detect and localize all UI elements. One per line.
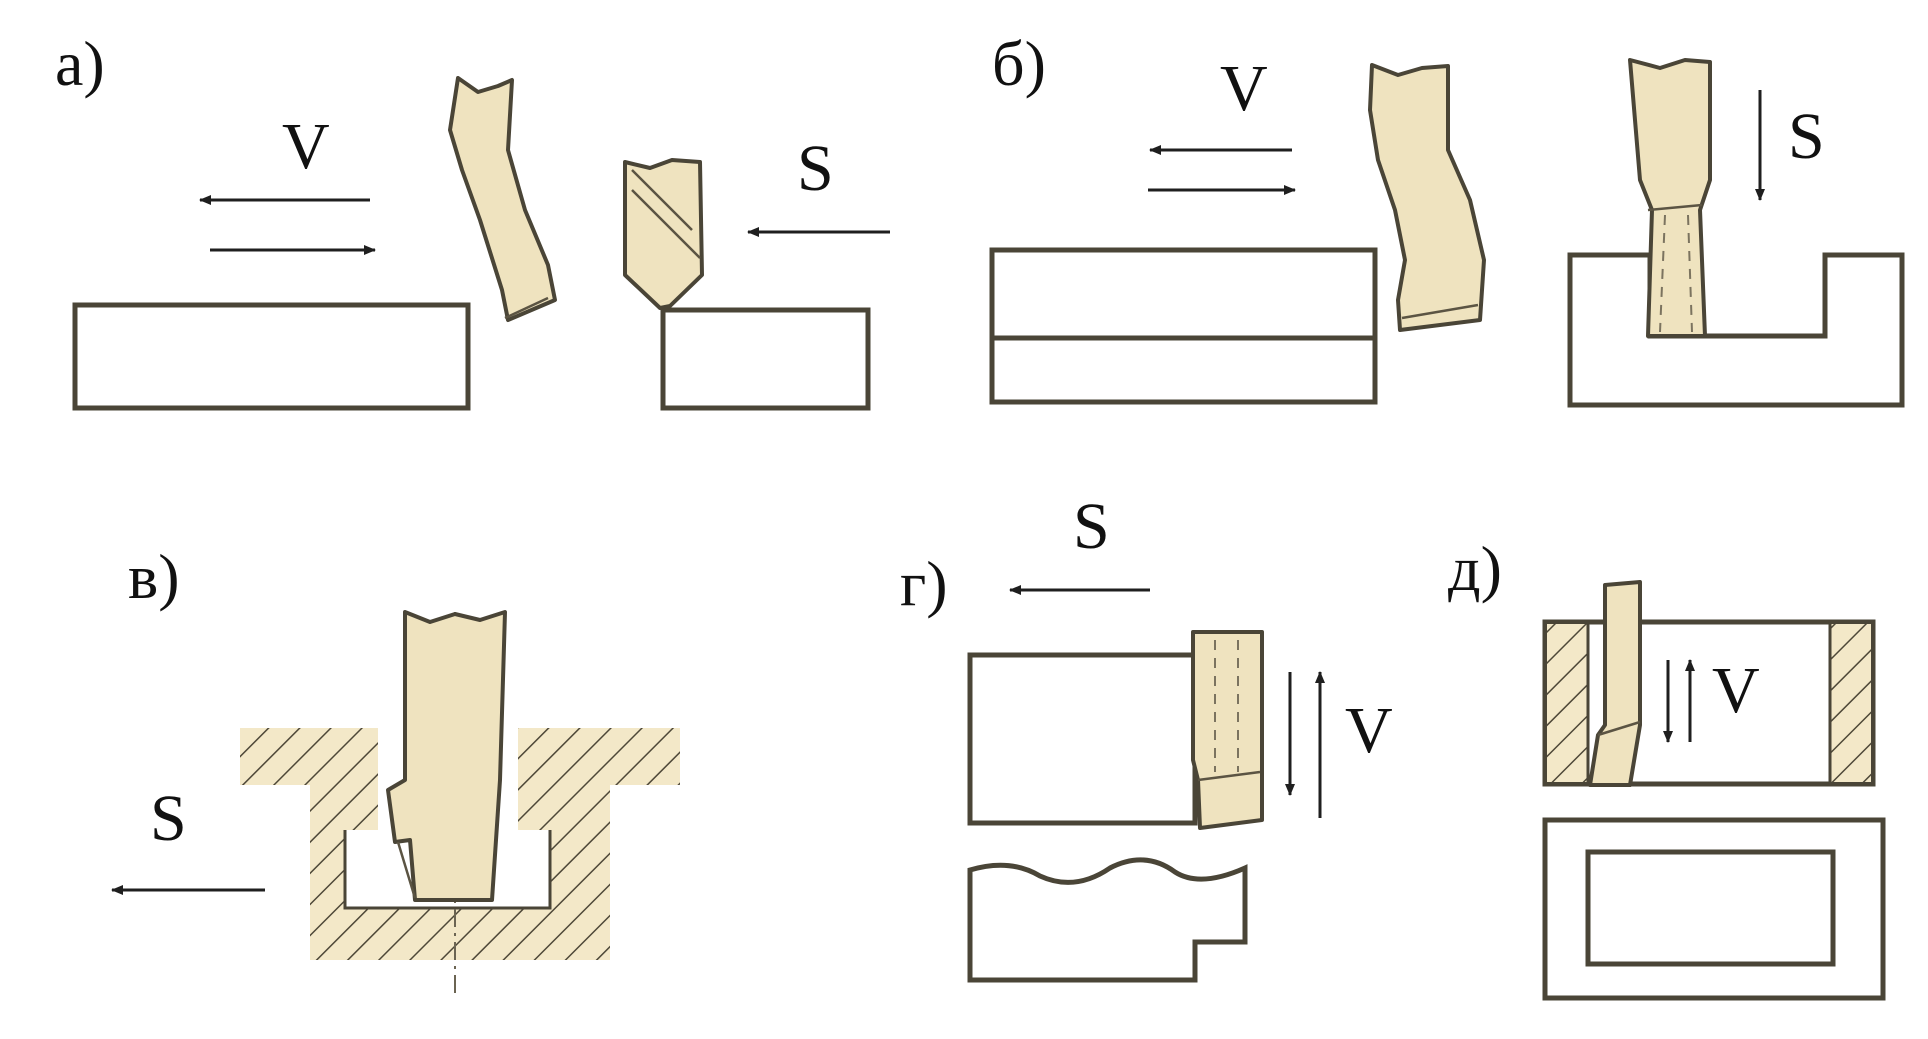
workpiece-g1 [967, 652, 1198, 826]
panel-label-v: в) [128, 541, 180, 612]
cutting-speed-label-g: V [1345, 694, 1393, 767]
tool-shank-line-b [1647, 203, 1703, 212]
cutting-speed-label-d: V [1712, 654, 1760, 727]
cutting-speed-label-a: V [282, 110, 330, 183]
side-tool-a [623, 158, 704, 310]
t-slot-workpiece-v [240, 728, 680, 960]
slotting-tool-d [1588, 580, 1642, 787]
panel-label-a: а) [55, 28, 105, 99]
workpiece-b1 [989, 247, 1378, 405]
tool-dash2-b [1687, 214, 1693, 333]
workpiece-d-plan-outer [1542, 817, 1886, 1001]
panel-a: а) V S [55, 28, 890, 411]
side-tool-edge2-a [631, 169, 693, 231]
workpiece-a1 [72, 302, 471, 411]
planing-tool-a [448, 76, 557, 322]
tool-edge-d [1597, 720, 1641, 737]
workpiece-a2 [660, 307, 871, 411]
hatch-right-wall-d [1830, 624, 1871, 782]
cutting-speed-label-b: V [1220, 52, 1268, 125]
tool-edge-a [504, 296, 549, 320]
workpiece-d-section [1542, 619, 1876, 787]
tool-edge-g [1197, 770, 1261, 782]
slotting-tool-b [1628, 58, 1712, 338]
tool-edge-v [396, 841, 417, 899]
t-slot-tool-v [386, 610, 507, 902]
panel-v: в) S [111, 541, 680, 995]
feed-label-b: S [1788, 100, 1825, 173]
panel-label-g: г) [900, 548, 948, 619]
feed-label-v: S [150, 782, 187, 855]
tool-edge-b [1401, 303, 1479, 320]
tool-dash1-b [1659, 214, 1666, 333]
t-slot-outline-v [343, 830, 552, 910]
hatch-left-wall-d [1547, 624, 1587, 782]
panel-label-b: б) [992, 28, 1046, 99]
feed-label-g: S [1073, 490, 1110, 563]
panel-label-d: д) [1448, 533, 1502, 604]
planing-tool-b [1368, 63, 1486, 332]
workpiece-g2 [967, 857, 1248, 983]
panel-b: б) V S [989, 28, 1905, 408]
panel-g: г) S V [900, 490, 1393, 983]
side-tool-edge-a [631, 189, 701, 259]
panel-d: д) V [1448, 533, 1886, 1001]
slotting-tool-g [1191, 630, 1264, 830]
feed-label-a: S [797, 132, 834, 205]
slotted-workpiece-b [1567, 252, 1905, 408]
workpiece-d-plan-inner [1585, 849, 1836, 967]
